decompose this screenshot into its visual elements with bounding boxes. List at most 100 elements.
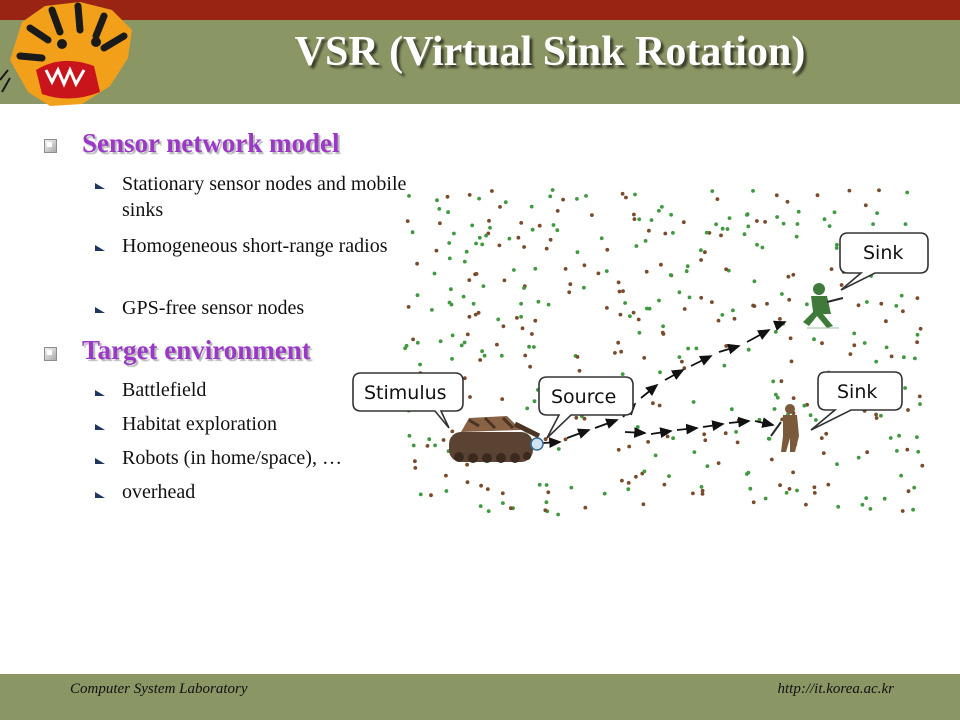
sensor-node bbox=[685, 264, 690, 269]
sensor-node bbox=[620, 191, 625, 196]
sensor-node bbox=[918, 402, 922, 406]
sensor-node bbox=[824, 431, 829, 436]
list-item: Homogeneous short-range radios bbox=[122, 235, 388, 257]
sensor-node bbox=[815, 193, 820, 198]
sensor-node bbox=[899, 293, 904, 298]
sensor-node bbox=[899, 473, 903, 478]
sensor-node bbox=[495, 342, 499, 347]
sensor-node bbox=[905, 447, 910, 452]
sensor-node bbox=[410, 230, 415, 235]
sensor-node bbox=[528, 364, 532, 369]
sensor-node bbox=[763, 220, 767, 224]
sensor-node bbox=[802, 403, 807, 408]
sensor-node bbox=[480, 242, 485, 247]
sensor-node bbox=[879, 413, 883, 418]
sensor-node bbox=[404, 343, 409, 348]
sensor-node bbox=[769, 457, 774, 462]
sensor-node bbox=[550, 188, 555, 192]
sensor-node bbox=[548, 237, 553, 242]
sensor-node bbox=[724, 344, 729, 348]
sensor-node bbox=[821, 451, 826, 455]
sensor-node bbox=[643, 239, 648, 243]
sensor-node bbox=[406, 305, 411, 309]
list-item: GPS-free sensor nodes bbox=[122, 297, 305, 319]
sensor-node bbox=[584, 194, 588, 198]
sensor-node bbox=[781, 221, 786, 226]
sensor-node bbox=[522, 245, 526, 249]
sensor-node bbox=[462, 340, 467, 345]
sensor-node bbox=[847, 188, 852, 193]
title-bar bbox=[0, 20, 960, 104]
sensor-node bbox=[820, 341, 824, 346]
sensor-node bbox=[533, 318, 538, 323]
sensor-node bbox=[755, 219, 759, 223]
sensor-node bbox=[906, 489, 911, 494]
sensor-node bbox=[473, 272, 477, 277]
sensor-node bbox=[575, 250, 580, 255]
sensor-node bbox=[722, 363, 727, 368]
tank-icon bbox=[449, 416, 541, 463]
sensor-node bbox=[692, 450, 697, 454]
sensor-node bbox=[687, 295, 692, 300]
top-accent-bar bbox=[0, 0, 960, 20]
sensor-node bbox=[755, 242, 759, 247]
stimulus-bubble: Stimulus bbox=[352, 372, 464, 429]
sensor-node bbox=[686, 346, 690, 351]
sensor-node bbox=[812, 337, 816, 342]
sensor-node bbox=[894, 304, 899, 308]
sensor-node bbox=[642, 356, 647, 360]
sensor-node bbox=[444, 473, 448, 478]
sensor-node bbox=[684, 269, 689, 274]
sensor-node bbox=[618, 312, 623, 317]
sensor-node bbox=[563, 437, 568, 442]
sensor-node bbox=[735, 440, 740, 445]
sensor-node bbox=[502, 278, 507, 283]
sensor-node bbox=[852, 331, 857, 336]
sensor-node bbox=[590, 213, 594, 217]
sensor-node bbox=[704, 230, 709, 235]
sensor-node bbox=[702, 432, 707, 437]
sensor-node bbox=[895, 449, 899, 453]
sensor-node bbox=[900, 509, 905, 513]
sensor-node bbox=[819, 436, 824, 440]
sensor-node bbox=[626, 487, 631, 492]
sensor-node bbox=[912, 485, 917, 490]
sensor-node bbox=[561, 197, 565, 202]
sensor-node bbox=[425, 444, 430, 448]
sensor-node bbox=[546, 490, 551, 495]
sensor-node bbox=[641, 502, 646, 507]
sensor-node bbox=[626, 481, 631, 485]
sensor-node bbox=[477, 196, 481, 201]
sensor-node bbox=[715, 197, 720, 201]
sensor-node bbox=[682, 366, 687, 371]
sensor-node bbox=[433, 443, 437, 448]
sensor-node bbox=[658, 370, 662, 375]
sensor-node bbox=[582, 263, 587, 268]
sensor-node bbox=[507, 236, 512, 241]
sensor-node bbox=[647, 228, 651, 233]
sensor-node bbox=[623, 301, 627, 305]
sensor-node bbox=[902, 355, 906, 360]
sensor-node bbox=[826, 482, 831, 487]
sensor-node bbox=[785, 199, 790, 204]
sensor-node bbox=[865, 300, 869, 304]
sensor-node bbox=[555, 228, 560, 233]
sensor-node bbox=[669, 212, 673, 217]
sensor-node bbox=[441, 438, 446, 442]
sensor-node bbox=[449, 287, 453, 292]
sensor-node bbox=[548, 194, 553, 199]
sensor-node bbox=[795, 488, 799, 493]
sensor-node bbox=[884, 319, 888, 324]
sensor-node bbox=[467, 278, 472, 282]
sensor-node bbox=[634, 244, 639, 248]
sensor-node bbox=[646, 440, 650, 444]
sensor-node bbox=[415, 340, 420, 345]
sensor-node bbox=[544, 500, 549, 505]
sensor-node bbox=[682, 307, 687, 311]
sensor-node bbox=[605, 306, 609, 310]
sensor-node bbox=[779, 379, 784, 384]
sensor-node bbox=[665, 434, 670, 439]
sensor-node bbox=[633, 192, 637, 197]
sensor-node bbox=[613, 351, 617, 355]
sensor-node bbox=[700, 492, 705, 496]
